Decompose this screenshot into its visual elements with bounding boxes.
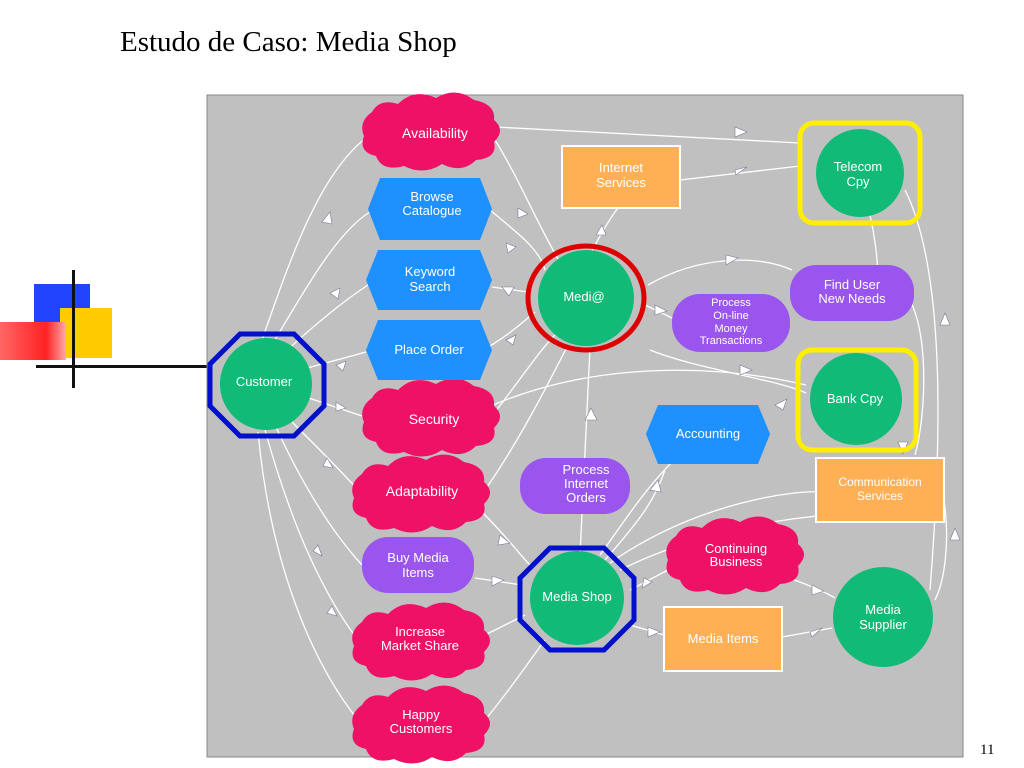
actor-medi-at: Medi@: [525, 243, 647, 353]
svg-text:Browse: Browse: [410, 189, 453, 204]
goal-cloud: [362, 92, 500, 171]
svg-text:Internet: Internet: [599, 160, 643, 175]
svg-text:Media: Media: [865, 602, 901, 617]
svg-text:Services: Services: [857, 489, 903, 503]
actor-telecom-cpy: Telecom Cpy: [797, 120, 923, 226]
goal-availability: Availability: [362, 92, 500, 171]
node-process-online-money: Process On-line Money Transactions: [672, 294, 790, 352]
goal-label: Increase: [395, 624, 445, 639]
goal-security: Security: [362, 378, 500, 457]
svg-text:Telecom: Telecom: [834, 159, 882, 174]
svg-text:Orders: Orders: [566, 490, 606, 505]
svg-text:Search: Search: [409, 279, 450, 294]
decorative-squares: [0, 270, 208, 390]
task-keyword-search: Keyword Search: [366, 250, 492, 310]
svg-text:Process: Process: [711, 297, 751, 309]
svg-text:Medi@: Medi@: [563, 289, 604, 304]
node-process-internet-orders: Process Internet Orders: [520, 458, 630, 514]
svg-text:Catalogue: Catalogue: [402, 203, 461, 218]
goal-label: Business: [710, 554, 763, 569]
actor-bank-cpy: Bank Cpy: [795, 347, 919, 453]
goal-increase-market-share: Increase Market Share: [352, 602, 490, 681]
svg-text:Supplier: Supplier: [859, 617, 907, 632]
node-buy-media-items: Buy Media Items: [362, 537, 474, 593]
svg-text:Media Items: Media Items: [688, 631, 759, 646]
svg-text:Process: Process: [563, 462, 610, 477]
svg-text:Find User: Find User: [824, 277, 881, 292]
resource-internet-services: Internet Services: [561, 145, 681, 209]
svg-text:New Needs: New Needs: [818, 291, 886, 306]
resource-media-items: Media Items: [663, 606, 783, 672]
goal-label: Happy: [402, 707, 440, 722]
svg-text:Place Order: Place Order: [394, 342, 464, 357]
goal-label: Market Share: [381, 638, 459, 653]
task-place-order: Place Order: [366, 320, 492, 380]
goal-happy-customers: Happy Customers: [352, 685, 490, 764]
svg-text:Internet: Internet: [564, 476, 608, 491]
svg-text:Media Shop: Media Shop: [542, 589, 611, 604]
svg-text:Customer: Customer: [236, 374, 293, 389]
goal-label: Security: [409, 411, 460, 427]
goal-adaptability: Adaptability: [352, 454, 490, 533]
goal-label: Continuing: [705, 541, 767, 556]
page-number: 11: [980, 742, 995, 758]
svg-text:Bank Cpy: Bank Cpy: [827, 391, 884, 406]
svg-text:On-line: On-line: [713, 310, 748, 322]
svg-text:Services: Services: [596, 175, 646, 190]
svg-text:Keyword: Keyword: [405, 264, 456, 279]
svg-text:Items: Items: [402, 565, 434, 580]
svg-text:Accounting: Accounting: [676, 426, 740, 441]
node-find-user-new-needs: Find User New Needs: [790, 265, 914, 321]
goal-label: Availability: [402, 125, 468, 141]
svg-text:Buy Media: Buy Media: [387, 550, 449, 565]
task-browse-catalogue: Browse Catalogue: [368, 178, 492, 240]
actor-customer: Customer: [207, 331, 327, 439]
actor-media-shop: Media Shop: [517, 545, 637, 653]
dependency-arrows: [312, 126, 961, 638]
slide-title: Estudo de Caso: Media Shop: [120, 26, 457, 58]
svg-text:Cpy: Cpy: [846, 174, 870, 189]
goal-continuing-business: Continuing Business: [666, 516, 804, 595]
goal-label: Customers: [390, 721, 453, 736]
resource-communication-services: Communication Services: [815, 457, 945, 523]
svg-text:Communication: Communication: [838, 475, 921, 489]
task-accounting: Accounting: [646, 405, 770, 464]
goal-label: Adaptability: [386, 483, 458, 499]
svg-text:Transactions: Transactions: [700, 335, 763, 347]
actor-media-supplier: Media Supplier: [833, 567, 933, 667]
svg-text:Money: Money: [714, 323, 748, 335]
